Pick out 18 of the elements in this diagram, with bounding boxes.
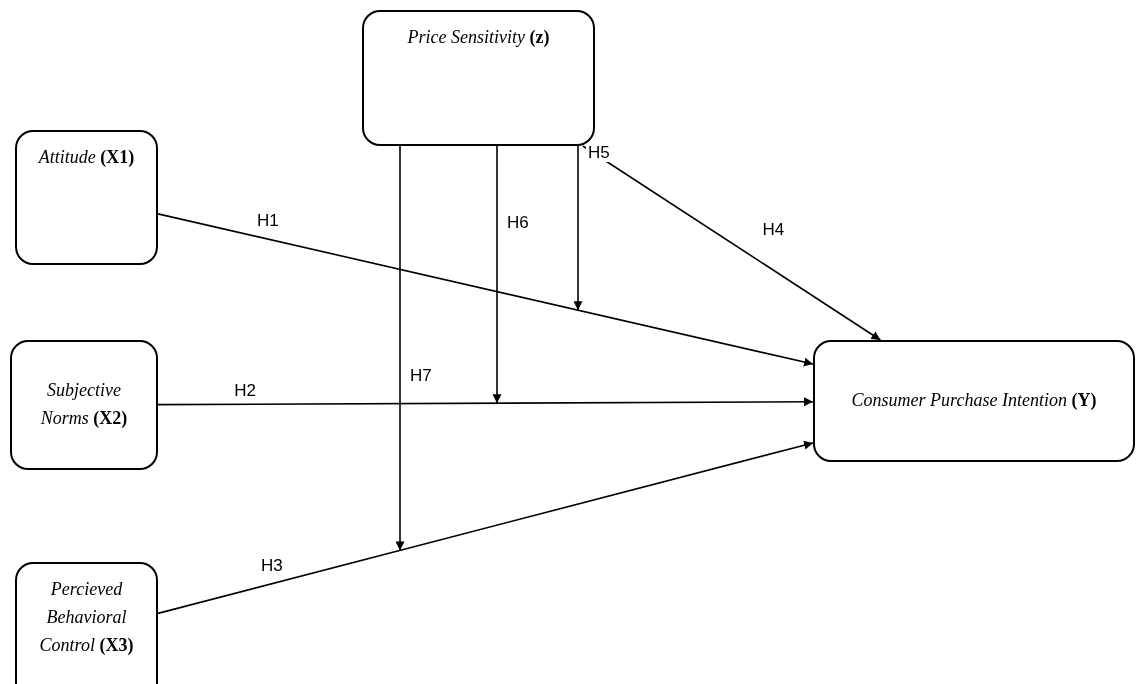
arrow (157, 440, 814, 615)
construct-label: Attitude (X1) (38, 146, 135, 169)
arrow (492, 145, 502, 404)
arrow (395, 145, 405, 552)
construct-box (10, 340, 158, 470)
edge-label: H5 (586, 143, 612, 163)
arrow (573, 145, 583, 311)
construct-label: Subjective Norms (X2) (39, 379, 129, 430)
construct-box (15, 130, 158, 265)
construct-label: Consumer Purchase Intention (Y) (851, 389, 1097, 413)
construct-box (362, 10, 595, 146)
arrow (157, 213, 814, 367)
arrow (157, 397, 814, 407)
construct-box (15, 562, 158, 684)
arrow (582, 145, 882, 341)
construct-label: Percieved Behavioral Control (X3) (38, 578, 135, 657)
construct-box (813, 340, 1135, 462)
construct-label: Price Sensitivity (z) (407, 26, 550, 49)
